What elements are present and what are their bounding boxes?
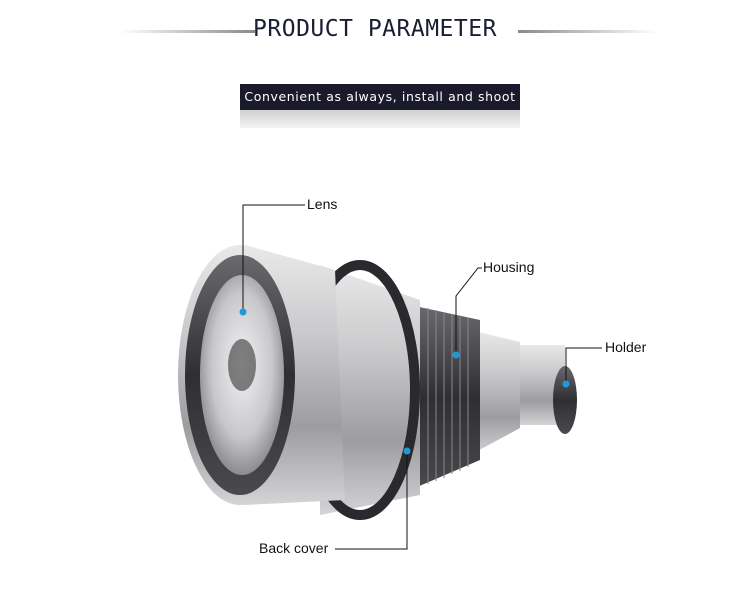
back-cover-marker-dot	[403, 447, 411, 455]
callout-holder: Holder	[605, 339, 647, 355]
housing-threads	[410, 305, 480, 490]
holder-end	[553, 366, 577, 434]
holder-marker-dot	[562, 380, 570, 388]
lens-marker-dot	[239, 308, 247, 316]
housing-marker-dot	[452, 351, 460, 359]
banner-shadow	[240, 110, 520, 128]
back-cover	[320, 265, 420, 515]
callout-housing: Housing	[483, 259, 535, 275]
title-rule-right	[518, 30, 658, 33]
callout-lens: Lens	[307, 196, 338, 212]
title-rule-left	[120, 30, 255, 33]
subtitle-banner: Convenient as always, install and shoot	[240, 84, 520, 110]
page-title: PRODUCT PARAMETER	[253, 16, 497, 42]
callout-back-cover: Back cover	[259, 540, 329, 556]
